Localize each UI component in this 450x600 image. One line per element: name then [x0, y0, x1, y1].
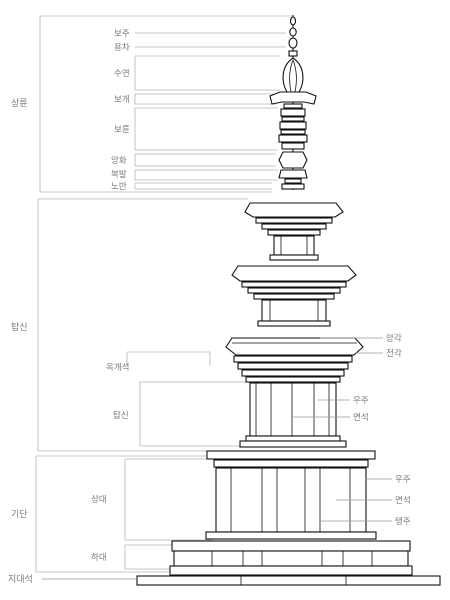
label-yongcha: 용차 — [114, 43, 130, 53]
label-tapsin: 탑신 — [11, 321, 28, 333]
label-sangryun: 상륜 — [11, 98, 28, 109]
label-anggak: 앙각 — [386, 333, 402, 344]
label-tapsin-myeonseok: 면석 — [353, 412, 369, 423]
okgaeseok-leader — [126, 351, 211, 366]
label-hadae: 하대 — [91, 552, 107, 563]
label-tapsin-sub: 탑신 — [113, 410, 129, 421]
label-tapsin-uju: 우주 — [353, 396, 369, 406]
story-top — [244, 202, 344, 261]
finial — [269, 15, 317, 190]
label-bokbal: 복발 — [111, 169, 127, 180]
story-middle — [231, 265, 357, 327]
label-noban: 노반 — [111, 181, 127, 192]
label-gidan-uju: 우주 — [395, 475, 411, 485]
label-gidan-taengju: 탱주 — [395, 516, 411, 527]
label-suyeon: 수연 — [114, 69, 130, 79]
upper-base — [205, 450, 377, 540]
story-bottom — [225, 337, 364, 448]
label-bogae: 보개 — [114, 94, 130, 105]
left-brackets — [35, 15, 292, 573]
pagoda — [136, 15, 441, 586]
label-cheongak: 전각 — [386, 348, 402, 359]
label-jidaeseok: 지대석 — [8, 574, 33, 585]
tapsin-bracket — [37, 198, 248, 452]
label-anghwa: 앙화 — [111, 155, 127, 166]
foundation-slab — [136, 575, 441, 586]
sangdae-bracket — [124, 458, 212, 541]
label-gidan-myeonseok: 면석 — [395, 495, 411, 506]
label-sangdae: 상대 — [91, 494, 107, 505]
label-boryun: 보륜 — [114, 125, 130, 135]
label-okgaeseok: 옥개석 — [106, 362, 129, 373]
label-boju: 보주 — [114, 29, 130, 39]
tapsin-sub-bracket — [139, 381, 250, 447]
right-leaders — [293, 337, 392, 522]
labels: 상륜 탑신 기단 지대석 보주 용차 수연 보개 보륜 앙화 복발 노반 옥개석… — [8, 29, 411, 585]
label-gidan: 기단 — [11, 509, 28, 520]
hadae-bracket — [124, 544, 178, 570]
sangryun-part-boxes — [134, 32, 286, 190]
lower-base — [169, 540, 413, 576]
sangryun-bracket — [39, 15, 292, 193]
